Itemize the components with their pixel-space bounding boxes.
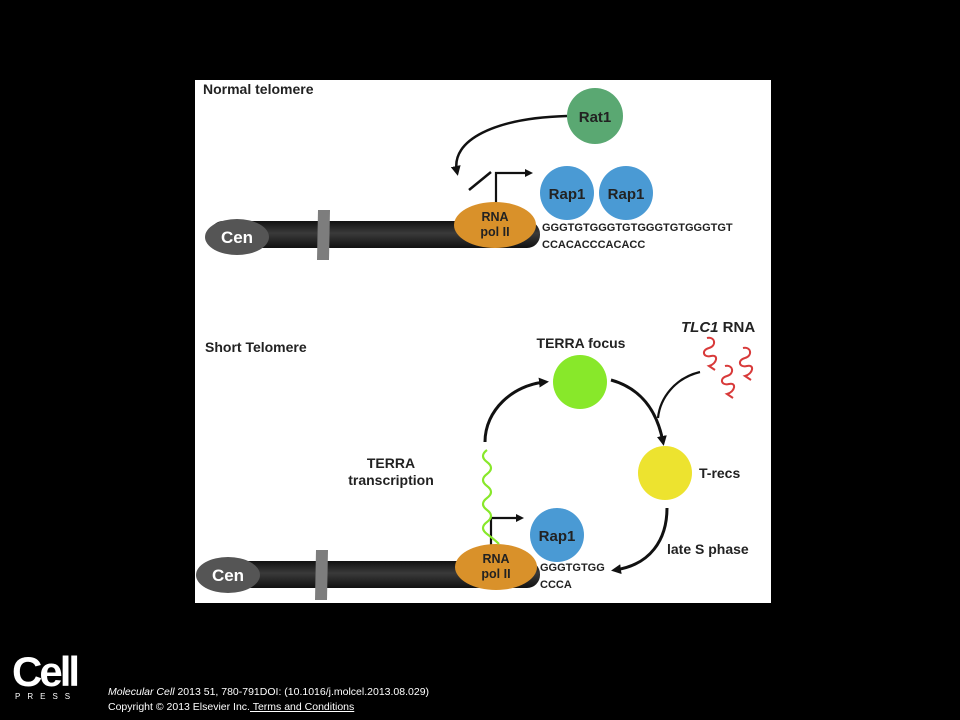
terra-focus-label: TERRA focus	[537, 335, 626, 351]
tlc1-rna-molecules	[703, 336, 753, 399]
short-transcription-start-arrow	[489, 514, 524, 548]
rap1-protein-1	[540, 166, 594, 220]
rat1-label: Rat1	[579, 109, 612, 126]
normal-centromere-label: Cen	[221, 228, 253, 247]
tlc1-gene-name: TLC1	[681, 319, 719, 336]
citation-block: Molecular Cell 2013 51, 780-791DOI: (10.…	[108, 685, 429, 715]
tlc1-rna-squiggle-3	[721, 364, 735, 399]
logo-press: PRESS	[15, 692, 78, 701]
tlc1-rna-squiggle-2	[739, 346, 753, 381]
normal-sequence-top: GGGTGTGGGTGTGGGTGTGGGTGT	[542, 222, 733, 234]
short-pol-label-line2: pol II	[481, 567, 510, 581]
tlc1-rna-suffix: RNA	[719, 319, 756, 336]
arrow-to-terra-focus	[483, 377, 549, 443]
normal-sequence-bottom: CCACACCCACACC	[542, 239, 645, 251]
telomere-diagram: Normal telomere Cen Rat1 Rap1 Rap1 RNA p…	[196, 81, 755, 600]
short-pol-label-line1: RNA	[482, 552, 509, 566]
terra-focus-circle	[553, 355, 607, 409]
short-centromere-label: Cen	[212, 566, 244, 585]
short-centromere	[196, 557, 260, 593]
citation-line-1: Molecular Cell 2013 51, 780-791DOI: (10.…	[108, 685, 429, 700]
normal-telomere-title: Normal telomere	[203, 81, 314, 97]
citation-details: 2013 51, 780-791DOI: (10.1016/j.molcel.2…	[174, 686, 430, 698]
short-rna-pol-ii	[455, 544, 537, 590]
short-telomere-title: Short Telomere	[205, 339, 307, 355]
short-sequence-top: GGGTGTGG	[540, 562, 605, 574]
terra-transcription-line2: transcription	[348, 472, 434, 488]
normal-pol-label-line2: pol II	[480, 225, 509, 239]
arrow-focus-to-trecs	[610, 378, 667, 446]
rap1-protein-2	[599, 166, 653, 220]
copyright-text: Copyright © 2013 Elsevier Inc.	[108, 701, 250, 713]
short-rap1-label: Rap1	[539, 528, 576, 545]
normal-centromere	[205, 219, 269, 255]
figure-panel: Normal telomere Cen Rat1 Rap1 Rap1 RNA p…	[195, 80, 771, 603]
normal-rna-pol-ii	[454, 202, 536, 248]
normal-chromosome-band	[317, 210, 330, 260]
cell-press-logo: Cell PRESS	[12, 650, 82, 706]
terms-link[interactable]: Terms and Conditions	[249, 701, 355, 713]
late-s-phase-label: late S phase	[667, 541, 749, 557]
rat1-protein	[567, 88, 623, 144]
trecs-circle	[638, 446, 692, 500]
normal-transcription-start-arrow	[494, 169, 533, 210]
short-rap1-protein	[530, 508, 584, 562]
journal-name: Molecular Cell	[108, 686, 175, 698]
short-chromosome-band	[315, 550, 328, 600]
tlc1-rna-squiggle-1	[703, 336, 717, 371]
terra-transcript-squiggle	[481, 449, 500, 545]
tlc1-rna-label: TLC1 RNA	[681, 319, 755, 336]
arrow-trecs-to-telomere	[611, 507, 669, 575]
trecs-label: T-recs	[699, 465, 740, 481]
repression-bar	[468, 171, 492, 191]
rap1-label-2: Rap1	[608, 186, 645, 203]
rat1-repression-arrow	[450, 114, 568, 176]
short-sequence-bottom: CCCA	[540, 579, 572, 591]
citation-line-2: Copyright © 2013 Elsevier Inc. Terms and…	[108, 700, 429, 715]
normal-pol-label-line1: RNA	[481, 210, 508, 224]
logo-word: Cell	[12, 648, 80, 695]
terra-transcription-line1: TERRA	[367, 455, 415, 471]
rap1-label-1: Rap1	[549, 186, 586, 203]
arrow-tlc1-merge	[656, 370, 701, 419]
